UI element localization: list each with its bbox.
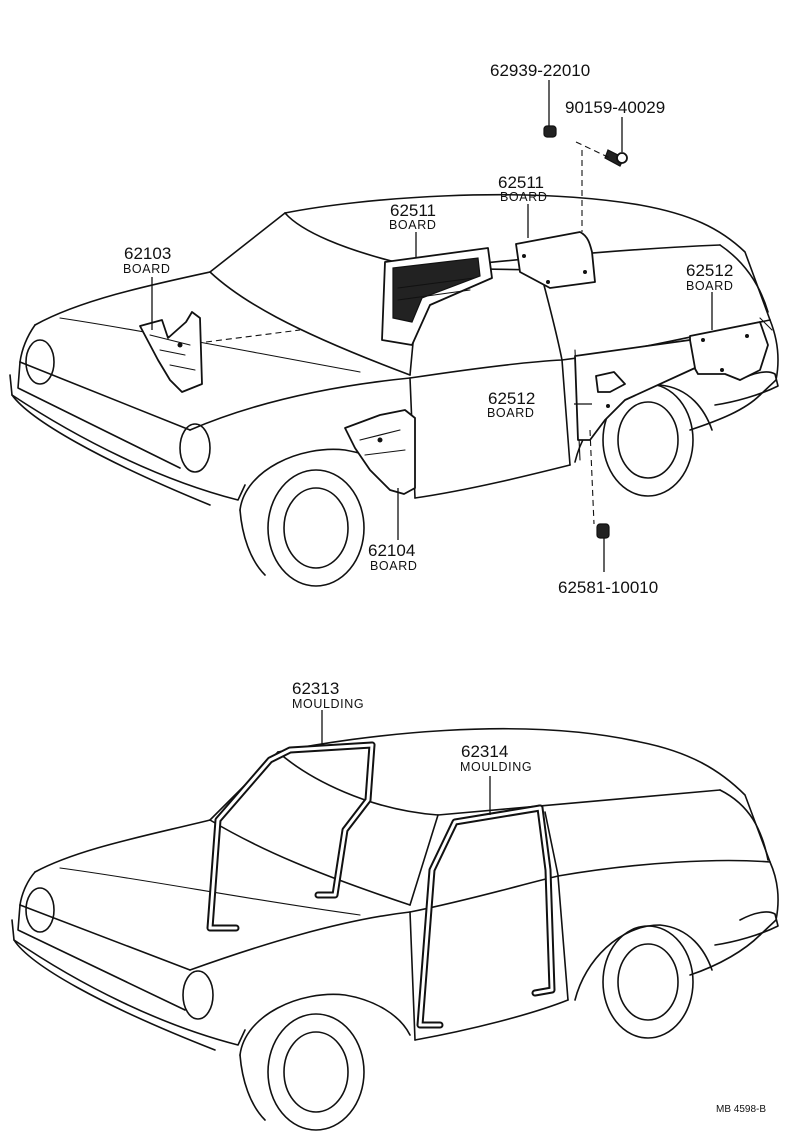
label-62103-part-no: 62103 (124, 244, 171, 263)
clip-62939-part (543, 125, 557, 138)
lower-car-body (11, 727, 779, 1131)
label-62511-cowl-name: BOARD (389, 218, 436, 232)
screw-90159-part (604, 149, 628, 167)
label-62104-name: BOARD (370, 559, 417, 573)
rear-door-moulding-62314-part (416, 804, 556, 1029)
label-62313-name: MOULDING (292, 697, 364, 711)
reference-code: MB 4598-B (716, 1104, 766, 1115)
lower-leader-lines (321, 710, 491, 815)
label-62511-cowl-part-no: 62511 (390, 201, 436, 220)
front-door-moulding-62313-part (206, 741, 376, 932)
label-62511-quarter-name: BOARD (500, 190, 547, 204)
label-62314-name: MOULDING (460, 760, 532, 774)
label-62512-rear-name: BOARD (686, 279, 733, 293)
cowl-side-board-62103-part (139, 311, 203, 393)
fender-board-62104-part (344, 409, 416, 495)
label-62314-part-no: 62314 (461, 742, 508, 761)
door-board-62512-part (574, 339, 696, 441)
label-62511-quarter-part-no: 62511 (498, 173, 544, 192)
label-62512-door-part-no: 62512 (488, 389, 535, 408)
label-62939-part-no: 62939-22010 (490, 61, 590, 80)
rear-quarter-board-62512-part (689, 321, 769, 381)
label-62512-door-name: BOARD (487, 406, 534, 420)
label-62512-rear-part-no: 62512 (686, 261, 733, 280)
leader-lines (151, 80, 713, 572)
label-90159-part-no: 90159-40029 (565, 98, 665, 117)
label-62104-part-no: 62104 (368, 541, 415, 560)
label-62103-name: BOARD (123, 262, 170, 276)
assembly-lines (205, 141, 611, 525)
clip-62581-part (596, 523, 610, 539)
cowl-board-62511-part (381, 247, 493, 346)
quarter-board-62511-part (515, 231, 596, 289)
label-62581-part-no: 62581-10010 (558, 578, 658, 597)
label-62313-part-no: 62313 (292, 679, 339, 698)
